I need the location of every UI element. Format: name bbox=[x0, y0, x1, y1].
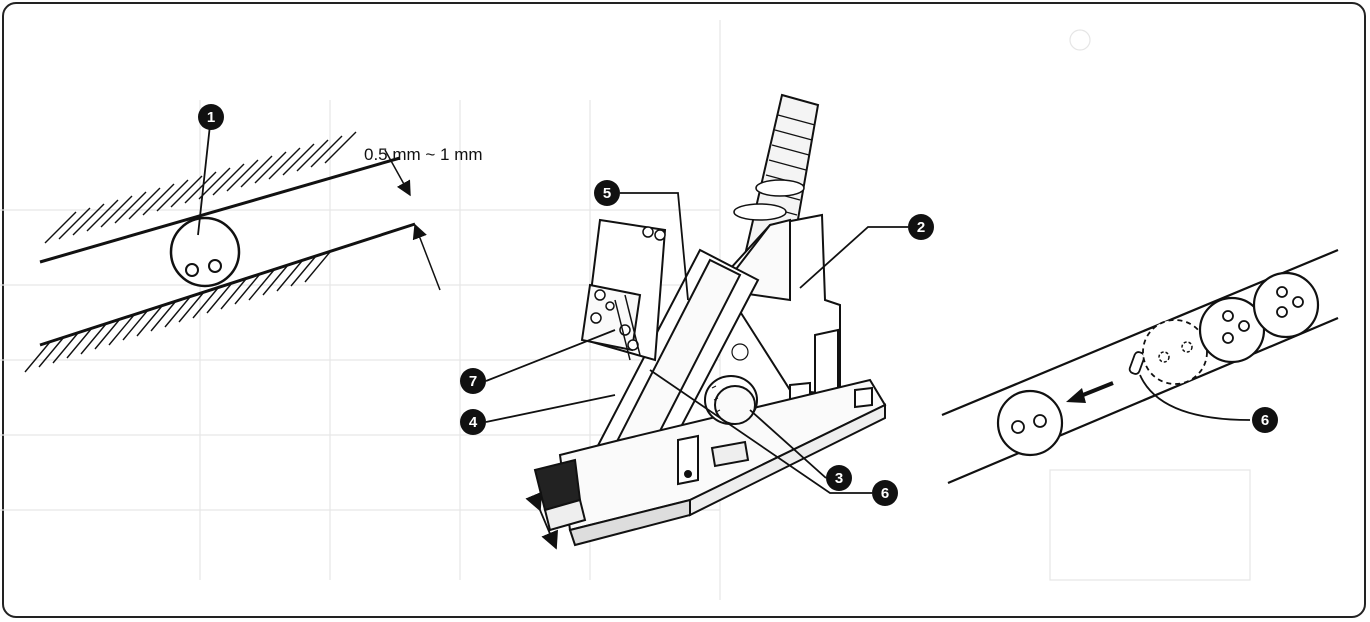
callout-7: 7 bbox=[460, 368, 486, 394]
center-leaders bbox=[485, 192, 908, 494]
channel-detail bbox=[941, 248, 1339, 485]
svg-text:3: 3 bbox=[835, 470, 843, 487]
callout-6-right: 6 bbox=[1252, 407, 1278, 433]
svg-text:2: 2 bbox=[917, 219, 925, 236]
callout-6: 6 bbox=[872, 480, 898, 506]
svg-text:6: 6 bbox=[881, 485, 889, 502]
svg-text:6: 6 bbox=[1261, 412, 1269, 429]
svg-text:5: 5 bbox=[603, 185, 611, 202]
callout-5: 5 bbox=[594, 180, 620, 206]
callout-3: 3 bbox=[826, 465, 852, 491]
button-in-rail bbox=[169, 216, 241, 288]
rail-gap-detail bbox=[24, 124, 441, 373]
mechanism-assembly bbox=[533, 93, 887, 547]
button-hole-left bbox=[185, 263, 199, 277]
svg-text:7: 7 bbox=[469, 373, 477, 390]
callout-1: 1 bbox=[198, 104, 224, 130]
upper-rail-hatch bbox=[44, 131, 357, 244]
callout-4: 4 bbox=[460, 409, 486, 435]
gap-dimension-label: 0.5 mm ~ 1 mm bbox=[364, 145, 483, 164]
callout-2: 2 bbox=[908, 214, 934, 240]
lower-rail-hatch bbox=[24, 251, 331, 373]
svg-text:4: 4 bbox=[469, 414, 478, 431]
svg-text:1: 1 bbox=[207, 109, 215, 126]
adjust-direction-arrow bbox=[525, 491, 559, 550]
button-hole-right bbox=[208, 259, 222, 273]
feed-direction-arrow bbox=[1066, 381, 1114, 403]
